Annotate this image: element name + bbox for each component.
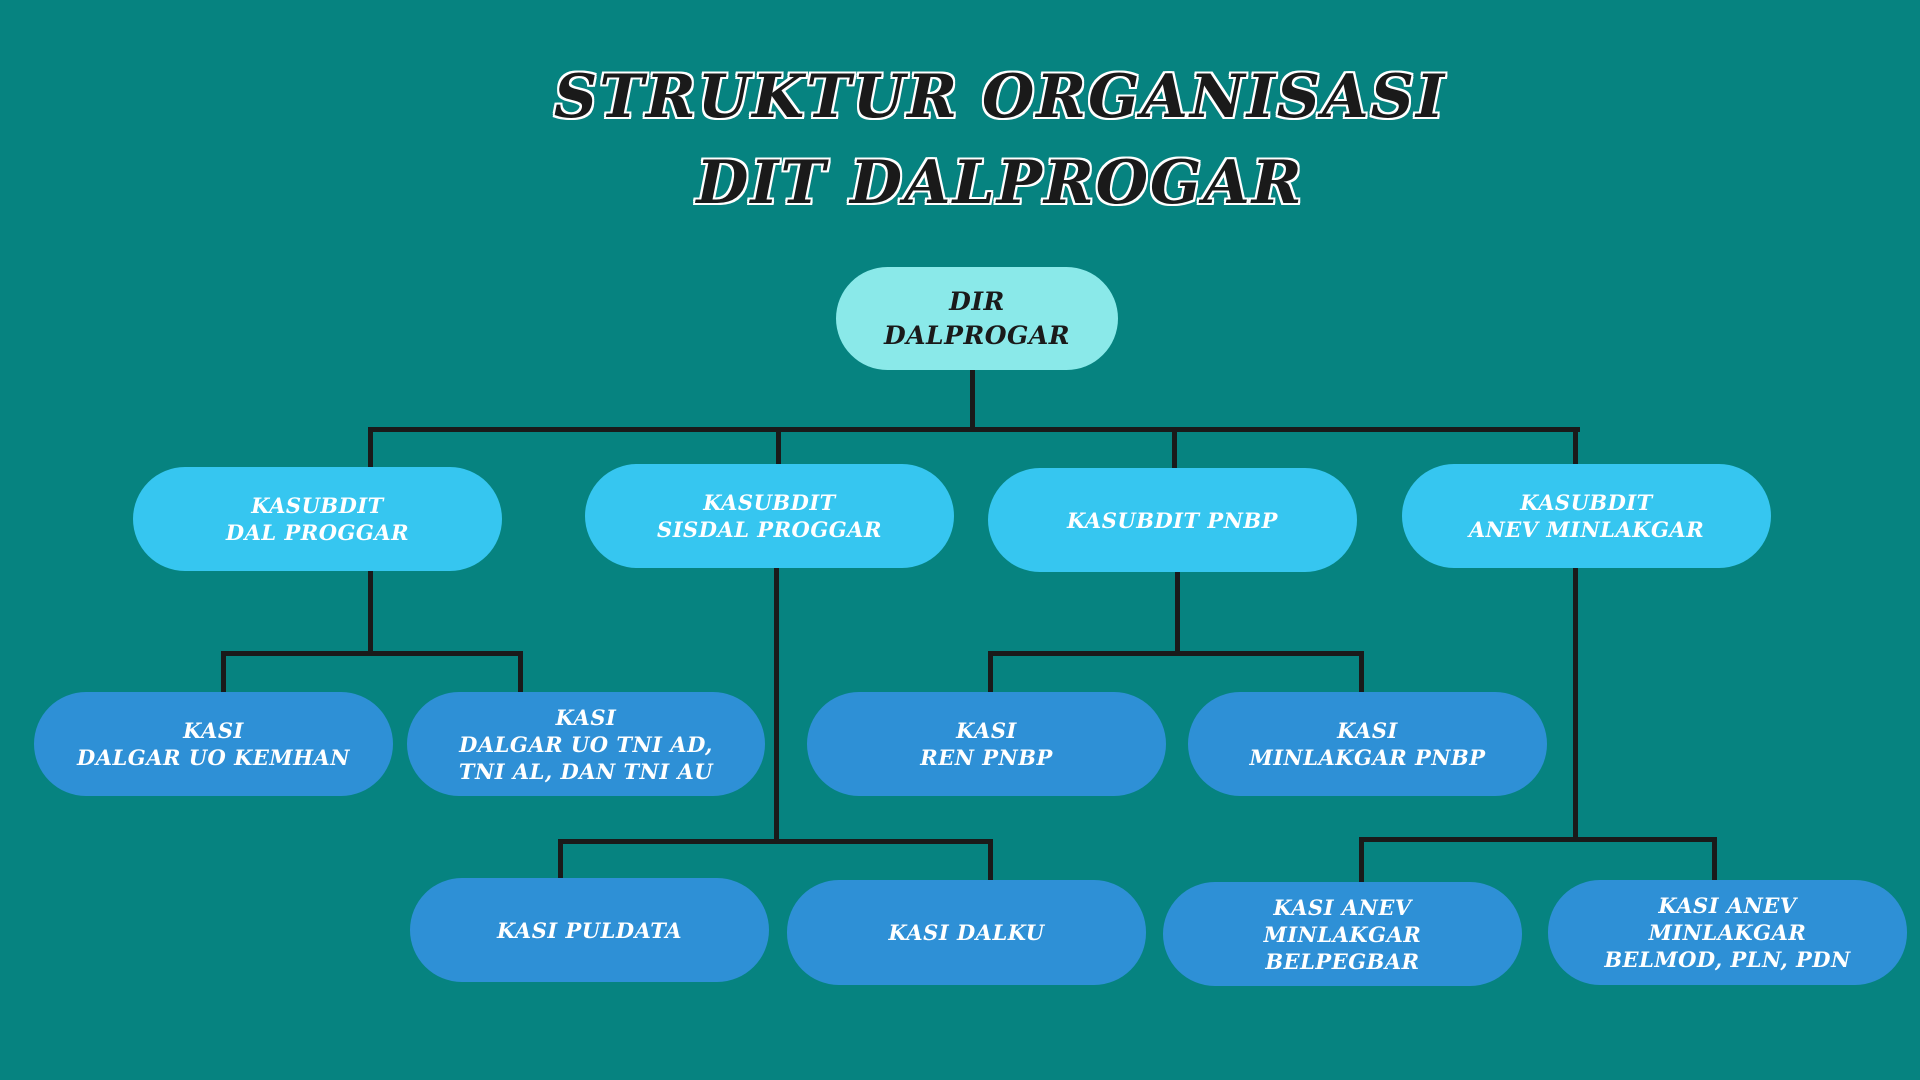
node-label: KASI [956,718,1017,743]
connector [1359,837,1717,842]
node-label: DALGAR UO KEMHAN [76,745,350,770]
connector [221,651,523,656]
connector [221,651,226,694]
node-kasi-dalgar-uo-kemhan: KASI DALGAR UO KEMHAN [34,692,393,796]
connector [1175,570,1180,655]
title-line-1: STRUKTUR ORGANISASI [553,62,1447,132]
node-label: KASUBDIT [703,490,836,515]
connector [988,651,1364,656]
node-kasi-puldata: KASI PULDATA [410,878,769,982]
node-label: DAL PROGGAR [225,520,410,545]
node-label: DALPROGAR [883,320,1071,350]
node-label: DALGAR UO TNI AD, TNI AL, DAN TNI AU [458,731,714,784]
node-kasubdit-sisdal-proggar: KASUBDIT SISDAL PROGGAR [585,464,954,568]
node-label: KASI [555,704,617,730]
node-kasubdit-dal-proggar: KASUBDIT DAL PROGGAR [133,467,502,571]
node-kasi-dalgar-uo-tni: KASI DALGAR UO TNI AD, TNI AL, DAN TNI A… [407,692,765,796]
node-kasi-anev-belpegbar: KASI ANEV MINLAKGAR BELPEGBAR [1163,882,1522,986]
connector [774,566,779,843]
node-label: KASUBDIT [251,493,384,518]
node-kasubdit-pnbp: KASUBDIT PNBP [988,468,1357,572]
connector [1359,651,1364,694]
title-line-2: DIT DALPROGAR [696,148,1304,218]
node-label: REN PNBP [920,745,1053,770]
node-label: BELPEGBAR [1265,948,1420,974]
connector [368,427,1580,432]
node-label: KASI ANEV MINLAKGAR [1648,893,1807,945]
connector [776,427,781,467]
node-label: KASUBDIT [1520,490,1653,515]
connector [970,368,975,430]
node-kasi-ren-pnbp: KASI REN PNBP [807,692,1166,796]
node-dir-dalprogar: DIR DALPROGAR [836,267,1118,370]
connector [558,839,563,880]
connector [518,651,523,694]
node-label: MINLAKGAR PNBP [1249,745,1486,770]
connector [1359,837,1364,884]
connector [1573,427,1578,467]
connector [558,839,993,844]
node-label: BELMOD, PLN, PDN [1604,947,1851,972]
node-label: KASI DALKU [888,920,1045,945]
connector [1712,837,1717,882]
node-label: KASI ANEV MINLAKGAR [1263,894,1422,947]
node-kasi-dalku: KASI DALKU [787,880,1146,985]
node-label: KASI PULDATA [497,917,682,943]
connector [1573,566,1578,842]
node-kasubdit-anev-minlakgar: KASUBDIT ANEV MINLAKGAR [1402,464,1771,568]
node-label: SISDAL PROGGAR [657,517,882,542]
node-label: ANEV MINLAKGAR [1468,517,1705,542]
node-label: KASI [183,718,244,743]
connector [368,569,373,655]
node-label: KASI [1337,718,1398,743]
connector [988,839,993,882]
node-label: DIR [949,286,1005,316]
node-label: KASUBDIT PNBP [1067,507,1278,533]
node-kasi-minlakgar-pnbp: KASI MINLAKGAR PNBP [1188,692,1547,796]
node-kasi-anev-belmod: KASI ANEV MINLAKGAR BELMOD, PLN, PDN [1548,880,1907,985]
connector [1172,427,1177,470]
connector [368,427,373,469]
connector [988,651,993,694]
